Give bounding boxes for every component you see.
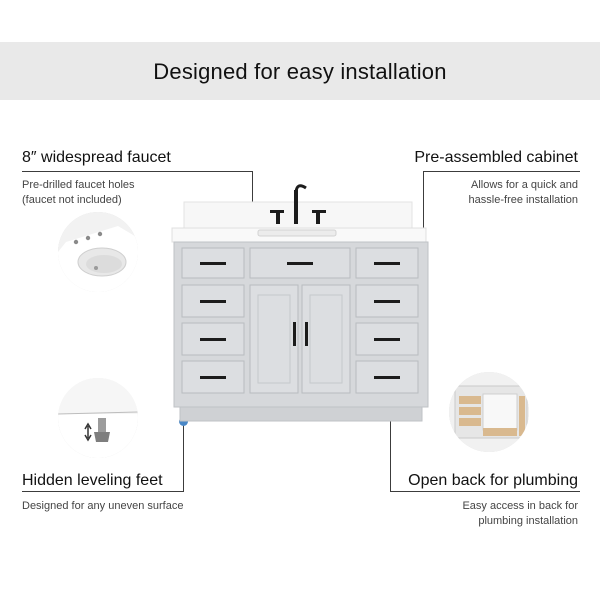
cabinet-desc-line2: hassle-free installation [468, 194, 578, 206]
feet-connector-v [183, 421, 184, 492]
faucet-heading: 8″ widespread faucet [22, 149, 171, 166]
cabinet-open-back-icon [449, 372, 529, 452]
page-title: Designed for easy installation [153, 59, 447, 84]
faucet-desc-line2: (faucet not included) [22, 194, 122, 206]
cabinet-heading: Pre-assembled cabinet [414, 149, 578, 166]
sink-faucet-holes-icon [58, 212, 138, 292]
leveling-foot-icon [58, 378, 138, 458]
back-connector-v [390, 368, 391, 492]
cabinet-connector-h [423, 171, 580, 172]
back-desc-line2: plumbing installation [478, 515, 578, 527]
feet-connector-h [22, 491, 183, 492]
faucet-connector-v [252, 171, 253, 217]
feet-desc: Designed for any uneven surface [22, 500, 184, 512]
title-banner: Designed for easy installation [0, 42, 600, 100]
back-connector-h [390, 491, 580, 492]
back-desc-line1: Easy access in back for [462, 500, 578, 512]
vanity-illustration [171, 184, 429, 422]
cabinet-connector-v [423, 171, 424, 267]
feet-heading: Hidden leveling feet [22, 472, 163, 489]
cabinet-desc-line1: Allows for a quick and [471, 179, 578, 191]
faucet-desc-line1: Pre-drilled faucet holes [22, 179, 135, 191]
back-heading: Open back for plumbing [408, 472, 578, 489]
faucet-connector-h [22, 171, 252, 172]
